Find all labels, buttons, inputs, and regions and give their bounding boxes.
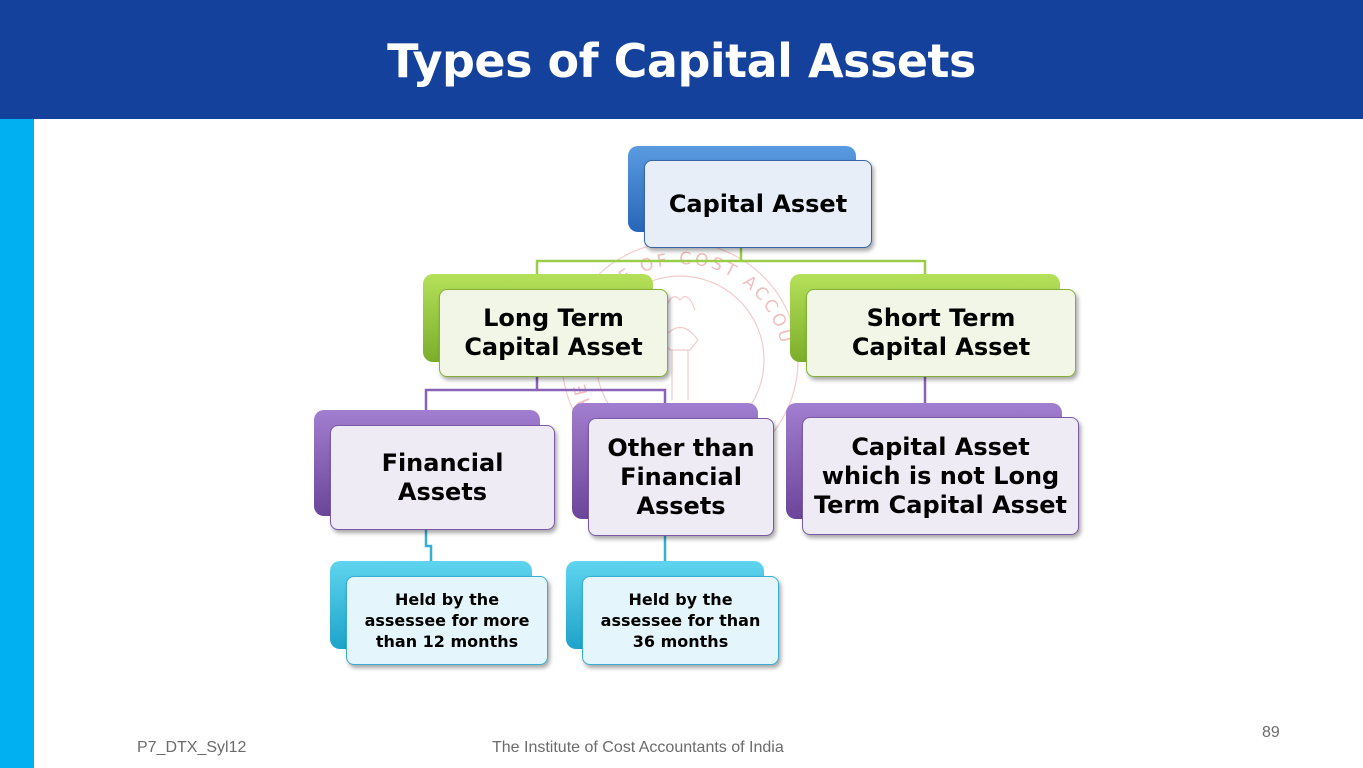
financial-holding-label: Held by the assessee for more than 12 mo… — [364, 590, 530, 651]
not-long-term-label: Capital Asset which is not Long Term Cap… — [813, 432, 1068, 519]
footer-institute: The Institute of Cost Accountants of Ind… — [492, 739, 784, 756]
page-number: 89 — [1262, 724, 1280, 741]
other-than-financial-node: Other than Financial Assets — [572, 403, 774, 536]
other-than-financial-label: Other than Financial Assets — [607, 433, 755, 520]
financial-assets-node: Financial Assets — [314, 410, 555, 530]
footer-code: P7_DTX_Syl12 — [137, 739, 247, 756]
financial-assets-label: Financial Assets — [381, 448, 504, 506]
financial-holding-node: Held by the assessee for more than 12 mo… — [330, 561, 548, 665]
long-term-label: Long Term Capital Asset — [464, 304, 643, 361]
long-term-node: Long Term Capital Asset — [423, 274, 668, 377]
capital-asset-node: Capital Asset — [628, 146, 872, 248]
capital-asset-label: Capital Asset — [668, 189, 848, 218]
short-term-node: Short Term Capital Asset — [790, 274, 1076, 377]
other-holding-label: Held by the assessee for than 36 months — [600, 590, 761, 651]
slide-title: Types of Capital Assets — [387, 34, 976, 88]
title-bar: Types of Capital Assets — [0, 0, 1363, 119]
other-holding-node: Held by the assessee for than 36 months — [566, 561, 779, 665]
left-accent-bar — [0, 119, 34, 768]
not-long-term-node: Capital Asset which is not Long Term Cap… — [786, 403, 1079, 535]
short-term-label: Short Term Capital Asset — [851, 304, 1031, 361]
